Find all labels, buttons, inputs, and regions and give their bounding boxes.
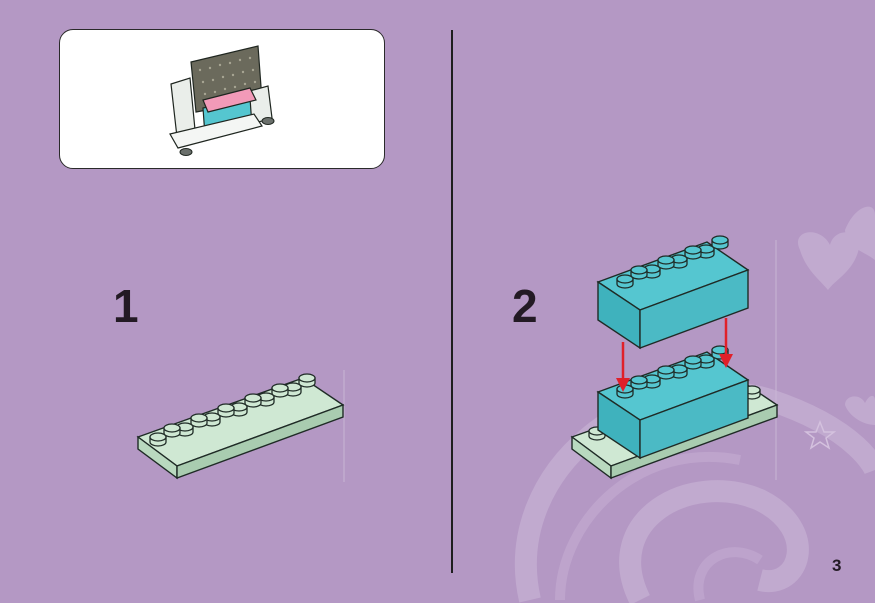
stud-top — [163, 423, 181, 433]
stud-top — [684, 245, 702, 255]
stud-top — [657, 255, 675, 265]
stud-top — [271, 383, 289, 393]
red-down-arrow-icon — [616, 342, 630, 392]
stud-top — [298, 373, 316, 383]
page-divider — [451, 30, 453, 573]
stud-top — [711, 235, 729, 245]
stud-top — [616, 274, 634, 284]
stud-top — [684, 355, 702, 365]
stud-top — [217, 403, 235, 413]
stud-top — [149, 432, 167, 442]
stud-top — [190, 413, 208, 423]
stud-top — [657, 365, 675, 375]
step-2-number: 2 — [512, 280, 538, 332]
stud-top — [630, 265, 648, 275]
step-1-number: 1 — [113, 280, 139, 332]
stud-top — [244, 393, 262, 403]
page-number: 3 — [832, 556, 842, 575]
red-down-arrow-icon — [719, 318, 733, 368]
stud-top — [630, 375, 648, 385]
